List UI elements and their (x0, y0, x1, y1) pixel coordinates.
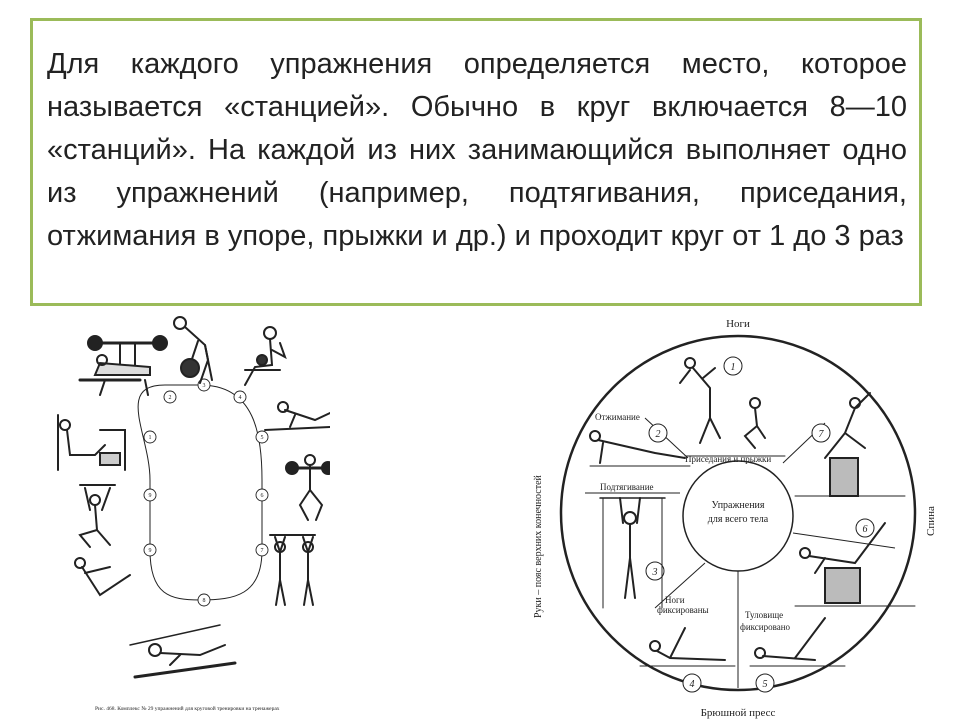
label-podtyagivanie: Подтягивание (600, 482, 654, 492)
station-label-9b: 9 (149, 493, 152, 499)
station-label-7: 7 (261, 548, 264, 554)
station-marker-6 (255, 488, 269, 502)
jump-athlete (679, 357, 786, 457)
station-marker-7 (255, 543, 269, 557)
station-num-6: 6 (863, 524, 868, 535)
lat-pulldown-athlete (78, 484, 116, 548)
station-label-1: 1 (149, 435, 152, 441)
station-label-9a: 9 (149, 548, 152, 554)
athlete-sketches (57, 316, 330, 679)
station-marker-8 (197, 593, 211, 607)
station-num-2: 2 (656, 429, 661, 440)
station-num-7: 7 (819, 429, 825, 440)
abs-athlete (74, 557, 131, 597)
station-marker-4 (233, 390, 247, 404)
deadlift-athlete (173, 316, 213, 384)
circle-athlete-sketches (589, 357, 916, 667)
label-bryushnoy-press: Брюшной пресс (701, 707, 776, 719)
station-num-4: 4 (690, 679, 695, 690)
fixed-legs-athlete (639, 627, 736, 667)
circle-stations (645, 356, 875, 693)
fixed-torso-athlete (749, 617, 846, 667)
bench-press-athlete (78, 335, 168, 396)
label-nogi-fix-2: фиксированы (657, 605, 709, 615)
station-marker-5 (255, 430, 269, 444)
station-label-4: 4 (239, 395, 242, 401)
box-exercise-athlete (794, 392, 906, 497)
station-num-3: 3 (652, 567, 658, 578)
text-box: Для каждого упражнения определяется мест… (30, 18, 922, 306)
station-num-5: 5 (763, 679, 768, 690)
station-marker-2 (163, 390, 177, 404)
label-tulovishche-1: Туловище (745, 610, 783, 620)
station-num-1: 1 (731, 362, 736, 373)
station-label-3: 3 (203, 383, 206, 389)
seated-curl-athlete (244, 326, 287, 386)
outer-circle (559, 334, 917, 692)
station-label-5: 5 (261, 435, 264, 441)
back-extension-athlete (794, 522, 916, 607)
label-spina: Спина (925, 506, 937, 536)
barbell-squat-athlete (285, 454, 330, 521)
oval-track (137, 384, 263, 601)
label-nogi-top: Ноги (726, 318, 750, 330)
pull-up-athlete (599, 497, 666, 609)
station-marker-9a (143, 543, 157, 557)
lying-leg-raise-athlete (129, 624, 237, 679)
prone-leg-athlete (264, 401, 330, 431)
body-text: Для каждого упражнения определяется мест… (47, 48, 907, 252)
station-label-6: 6 (261, 493, 264, 499)
station-label-2: 2 (169, 395, 172, 401)
label-prisedaniya: Приседания и прыжки (685, 454, 771, 464)
circuit-training-circle-figure: Упражнения для всего тела Ноги Брюшной п… (533, 318, 937, 719)
station-marker-9b (143, 488, 157, 502)
center-text-line2: для всего тела (708, 514, 769, 525)
label-tulovishche-2: фиксировано (740, 622, 791, 632)
hanging-athletes (269, 534, 316, 606)
label-nogi-fix-1: Ноги (665, 595, 685, 605)
label-otzhimanie: Отжимание (595, 412, 640, 422)
push-up-athlete (589, 430, 691, 467)
station-label-8: 8 (203, 598, 206, 604)
center-text-line1: Упражнения (712, 500, 765, 511)
leg-press-athlete (57, 414, 126, 471)
oval-stations (143, 378, 269, 607)
label-ruki-poyas: Руки – пояс верхних конечностей (533, 474, 544, 618)
left-figure-caption: Рис. 468. Комплекс № 29 упражнений для к… (95, 705, 280, 712)
circuit-training-oval-figure: 1 2 3 4 5 6 7 8 9 9 (57, 316, 330, 712)
station-marker-1 (143, 430, 157, 444)
